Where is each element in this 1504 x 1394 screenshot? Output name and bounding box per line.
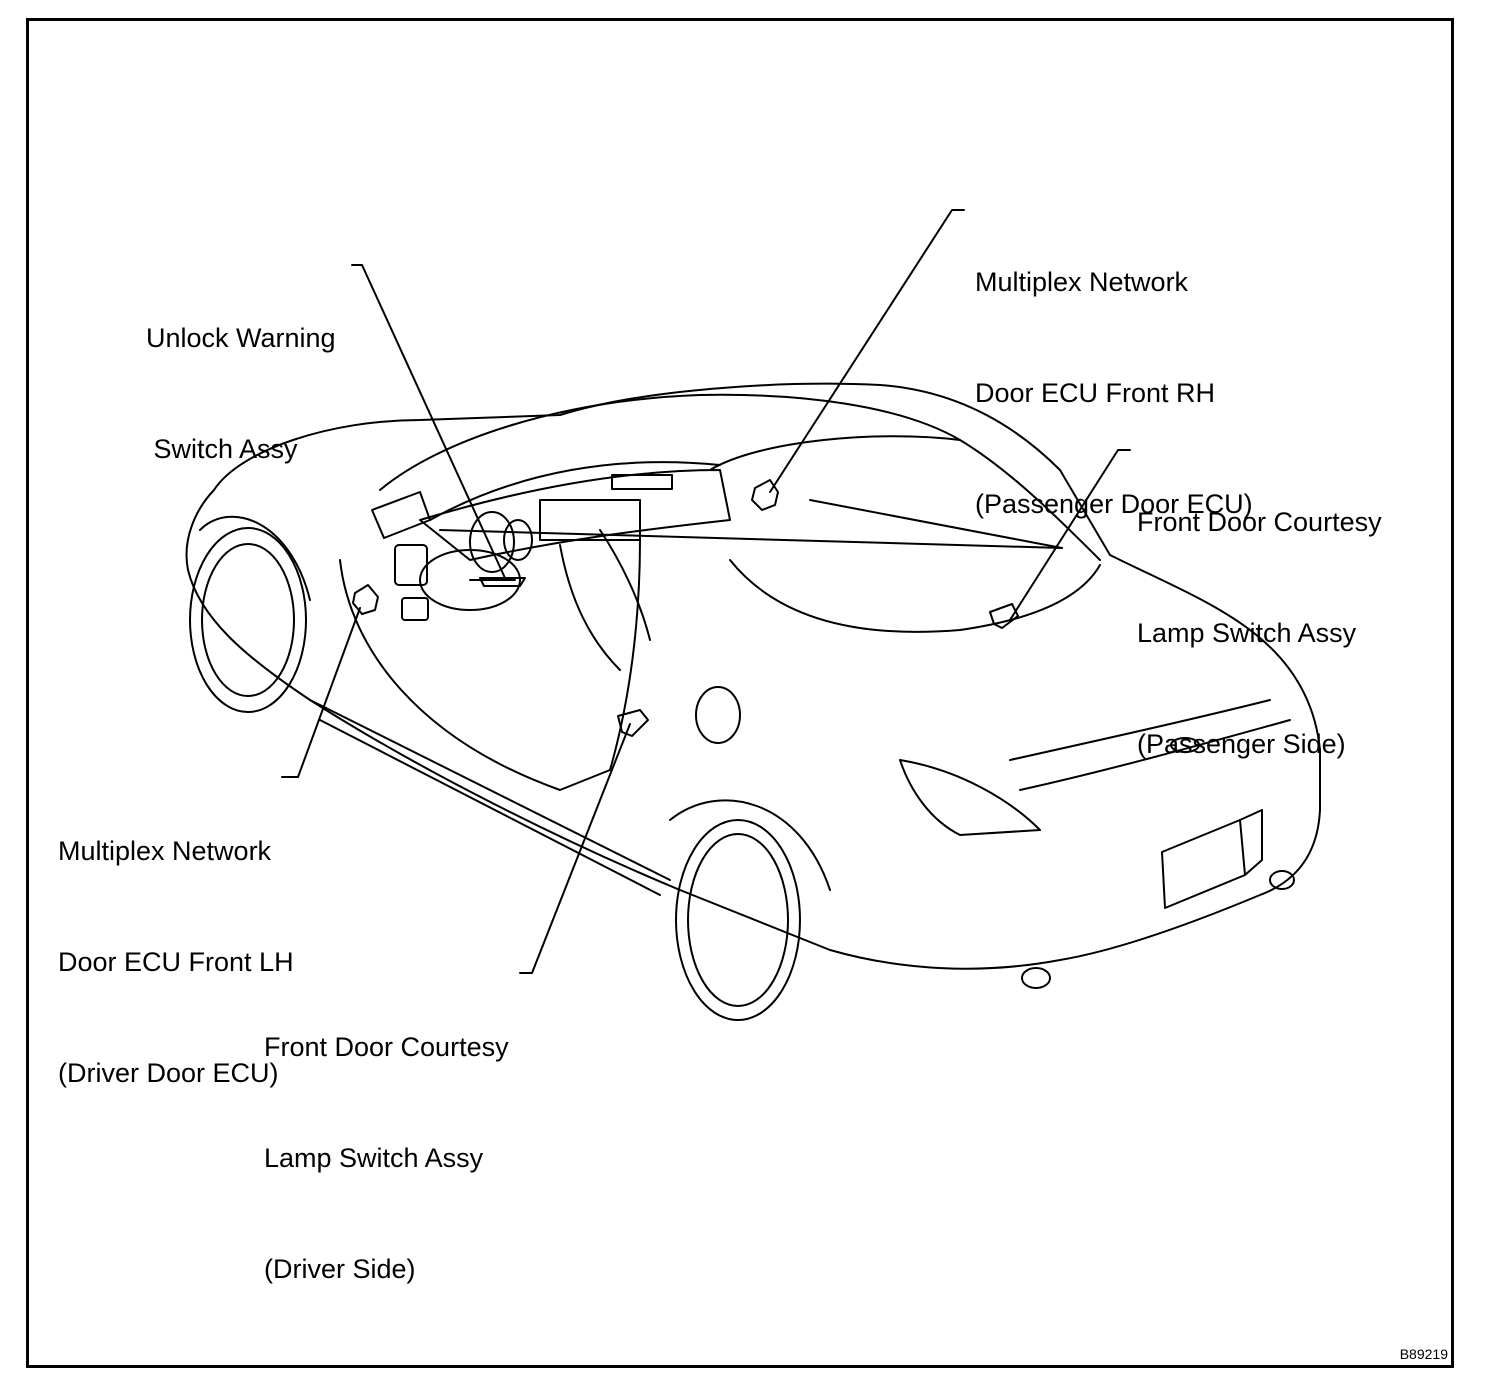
- label-courtesy-switch-driver: Front Door Courtesy Lamp Switch Assy (Dr…: [264, 1032, 509, 1284]
- label-unlock-warning-switch: Unlock Warning Switch Assy: [146, 323, 336, 464]
- car-body-outline: [185, 382, 1321, 1021]
- leader-lines: [281, 209, 1131, 974]
- component-courtesy-switch-driver: [617, 709, 649, 737]
- label-door-ecu-front-rh: Multiplex Network Door ECU Front RH (Pas…: [975, 267, 1253, 519]
- label-door-ecu-front-lh: Multiplex Network Door ECU Front LH (Dri…: [58, 836, 294, 1088]
- component-unlock-warning-switch: [479, 577, 526, 587]
- component-door-ecu-rh: [751, 479, 779, 511]
- component-courtesy-switch-passenger: [989, 603, 1019, 629]
- diagram-frame: [26, 18, 1454, 1368]
- figure-id: B89219: [1399, 1346, 1448, 1362]
- component-door-ecu-lh: [352, 584, 379, 615]
- label-courtesy-switch-passenger: Front Door Courtesy Lamp Switch Assy (Pa…: [1137, 507, 1382, 759]
